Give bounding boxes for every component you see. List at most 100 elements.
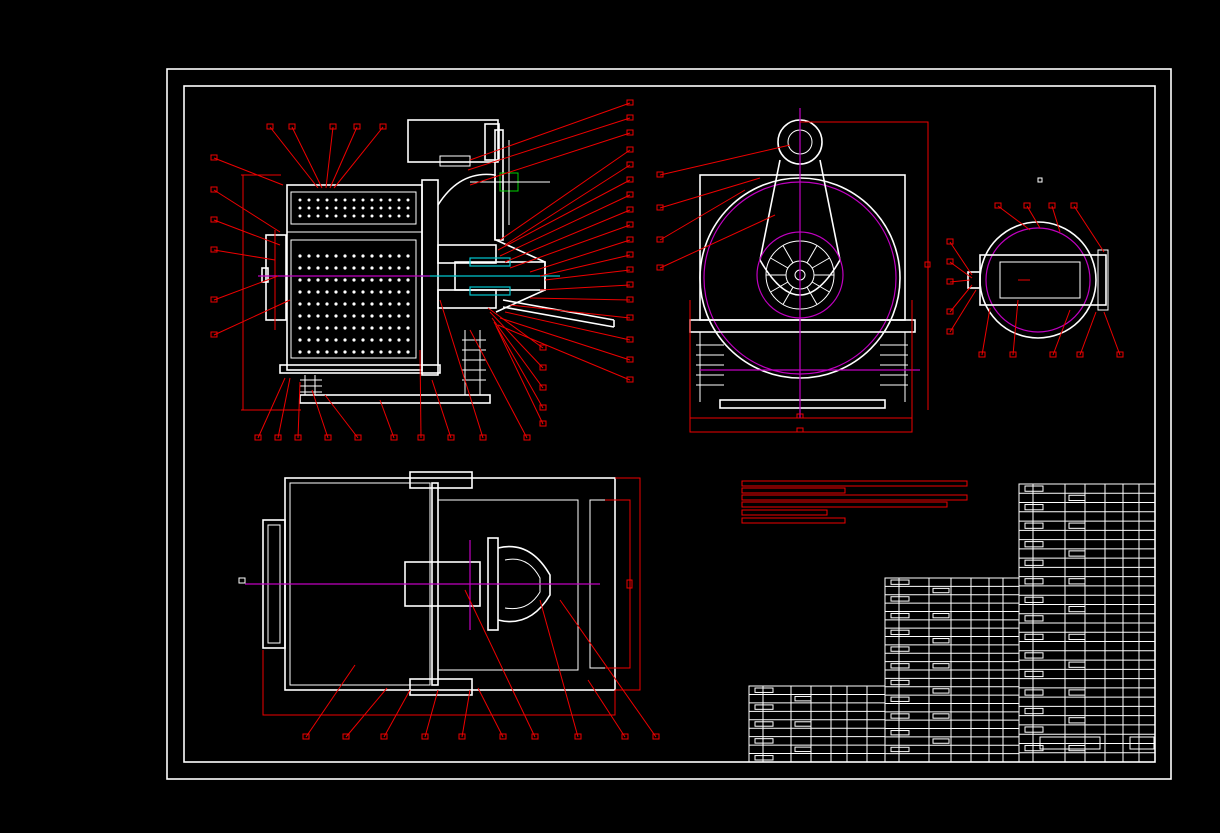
leader-line <box>659 144 791 176</box>
technical-notes <box>741 480 968 524</box>
balloon-tag <box>390 434 398 441</box>
balloon-tag <box>656 204 664 211</box>
title-block-parts-list <box>748 483 1156 763</box>
leader-line <box>497 324 631 381</box>
balloon-tag <box>626 146 634 153</box>
balloon-tag <box>210 154 218 161</box>
leader-line <box>419 349 422 439</box>
leader-line <box>587 679 626 738</box>
leader-line <box>305 664 356 738</box>
balloon-tag <box>946 278 954 285</box>
balloon-tag <box>210 186 218 193</box>
leader-line <box>495 325 544 425</box>
balloon-tag <box>274 434 282 441</box>
balloon-tag <box>1009 351 1017 358</box>
balloon-tag <box>656 236 664 243</box>
base-frame <box>299 394 491 404</box>
balloon-tag <box>626 99 634 106</box>
leader-line <box>981 307 991 356</box>
balloon-tag <box>479 434 487 441</box>
leader-line <box>333 126 384 189</box>
balloon-tag <box>946 238 954 245</box>
balloon-tag <box>626 191 634 198</box>
leader-line <box>213 299 291 336</box>
inner-frame <box>183 85 1156 763</box>
leader-line <box>467 117 631 171</box>
balloon-tag <box>329 123 337 130</box>
leader-line <box>464 589 536 738</box>
balloon-tag <box>626 114 634 121</box>
plan-view <box>238 471 641 716</box>
balloon-tag <box>210 296 218 303</box>
balloon-tag <box>626 314 634 321</box>
balloon-tag <box>210 216 218 223</box>
leader-line <box>461 689 471 738</box>
balloon-tag <box>978 351 986 358</box>
balloon-tag <box>447 434 455 441</box>
leader-line <box>325 126 334 189</box>
drum-perforations <box>298 198 410 354</box>
leader-line <box>1012 299 1019 356</box>
balloon-tag <box>626 266 634 273</box>
leader-line <box>269 126 319 189</box>
balloon-tag <box>266 123 274 130</box>
balloon-tag <box>1070 202 1078 209</box>
leader-line <box>539 599 579 738</box>
leader-line <box>504 209 631 263</box>
leader-line <box>499 149 631 241</box>
leader-line <box>345 687 388 738</box>
leader-line <box>509 304 631 319</box>
leader-line <box>659 189 746 241</box>
balloon-tag <box>288 123 296 130</box>
leader-line <box>504 164 631 246</box>
balloon-tag <box>294 434 302 441</box>
drum <box>286 184 423 371</box>
leader-line <box>311 389 329 439</box>
balloon-tag <box>656 264 664 271</box>
leader-line <box>213 249 276 261</box>
balloon-tag <box>342 733 350 740</box>
leader-line <box>383 689 411 738</box>
side-section-view <box>241 119 615 411</box>
balloon-tag <box>626 376 634 383</box>
leader-line <box>424 689 439 738</box>
leader-line <box>487 307 544 349</box>
balloon-tag <box>324 434 332 441</box>
leader-line <box>949 289 977 333</box>
balloon-tag <box>417 434 425 441</box>
leader-line <box>504 311 631 341</box>
leader-line <box>297 381 301 439</box>
balloon-tag <box>626 221 634 228</box>
balloon-tag <box>539 364 547 371</box>
motor-body <box>407 119 499 163</box>
leader-line <box>257 377 286 439</box>
leader-line <box>439 299 484 439</box>
leader-line <box>529 297 631 301</box>
front-door <box>265 234 287 321</box>
balloon-tag <box>656 171 664 178</box>
balloon-tag <box>421 733 429 740</box>
balloon-tag <box>574 733 582 740</box>
balloon-tag <box>626 129 634 136</box>
balloon-tag <box>539 404 547 411</box>
balloon-tag <box>626 336 634 343</box>
leader-line <box>997 205 1031 231</box>
balloon-tag <box>621 733 629 740</box>
leader-line <box>659 214 776 269</box>
leader-line <box>1103 311 1121 356</box>
leader-lines <box>210 99 1124 740</box>
balloon-tag <box>946 258 954 265</box>
balloon-tag <box>458 733 466 740</box>
leader-line <box>539 284 631 291</box>
balloon-tag <box>626 251 634 258</box>
leader-line <box>1026 205 1041 229</box>
leader-line <box>277 377 291 439</box>
leader-line <box>213 189 281 233</box>
leader-line <box>469 102 631 161</box>
leader-line <box>499 194 631 257</box>
leader-line <box>291 126 323 189</box>
balloon-tag <box>626 356 634 363</box>
balloon-tag <box>539 344 547 351</box>
end-elevation-view <box>689 108 931 433</box>
balloon-tag <box>626 206 634 213</box>
